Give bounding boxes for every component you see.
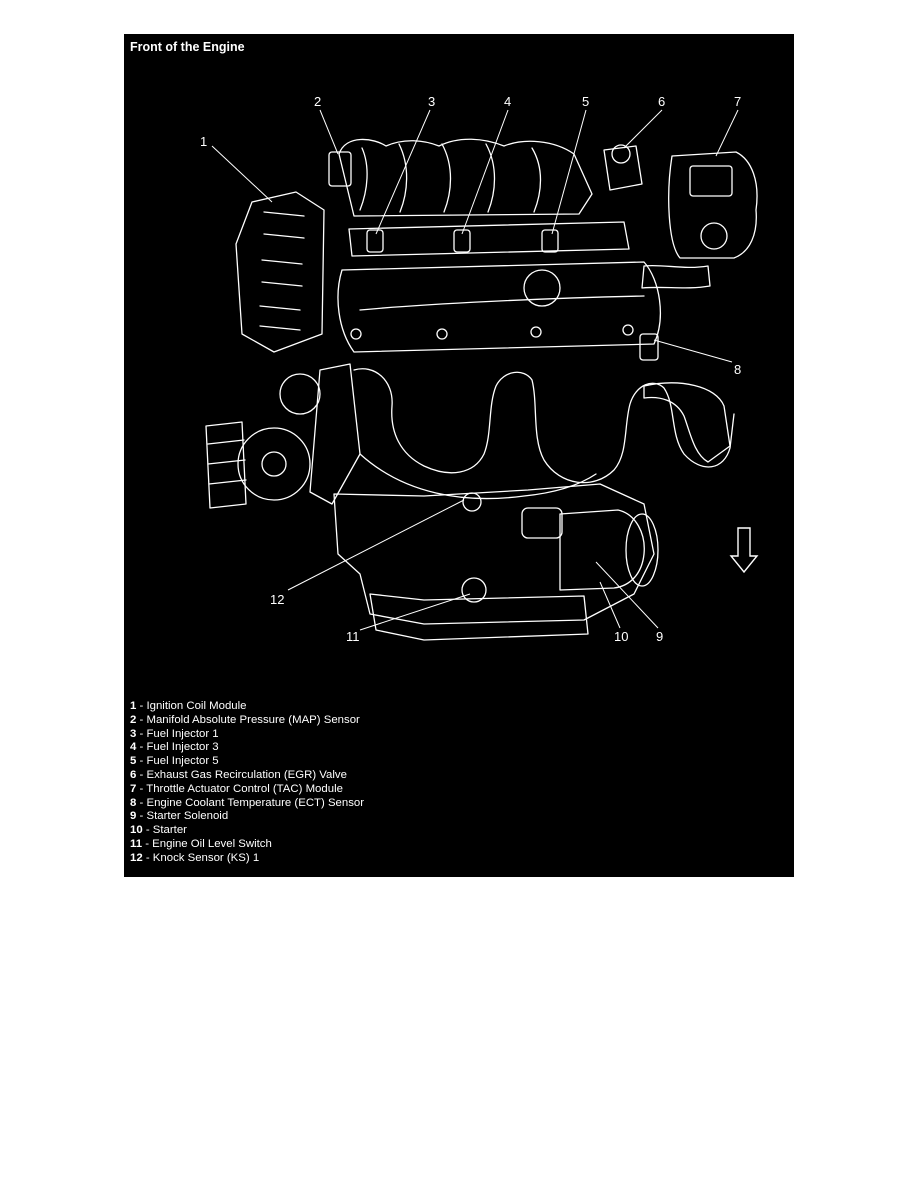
legend-item: 7 - Throttle Actuator Control (TAC) Modu… [130,782,343,795]
oil-fill-cap [523,269,561,307]
leader-line-12 [287,499,465,591]
injector-1 [366,229,384,253]
leader-line-9 [595,561,659,629]
callout-8: 8 [734,362,741,377]
legend-item: 1 - Ignition Coil Module [130,700,247,712]
coil-tower-2 [261,259,303,287]
starter-solenoid [521,507,563,539]
legend-item: 6 - Exhaust Gas Recirculation (EGR) Valv… [130,768,347,781]
leader-line-8 [653,339,733,363]
callout-1: 1 [200,134,207,149]
intake-runner-3 [441,143,452,213]
intake-runner-2 [398,143,408,213]
legend-item: 9 - Starter Solenoid [130,810,229,823]
oil-filter-ribs [207,439,247,485]
legend-item: 4 - Fuel Injector 3 [130,741,219,754]
leader-line-2 [319,109,339,155]
throttle-bore [700,222,728,250]
knock-sensor [462,492,482,512]
callout-3: 3 [428,94,435,109]
engine-block [333,483,655,625]
intake-runner-1 [359,147,368,211]
leader-line-11 [359,593,471,631]
valve-cover-bolt-3 [530,326,542,338]
valve-cover-bolt-2 [436,328,448,340]
figure-panel: Front of the Engine [124,34,794,877]
coil-tower-1 [263,211,305,239]
exhaust-manifold-outlet [643,382,731,463]
injector-3 [453,229,471,253]
legend-item: 5 - Fuel Injector 5 [130,755,219,768]
legend-item: 2 - Manifold Absolute Pressure (MAP) Sen… [130,713,360,726]
exhaust-manifold-lower [359,453,597,500]
egr-valve-body [603,145,643,191]
legend-item: 11 - Engine Oil Level Switch [130,837,272,850]
leader-line-5 [551,109,587,235]
callout-5: 5 [582,94,589,109]
crank-pulley-hub [261,451,287,477]
intake-plenum [338,138,593,217]
coil-module [235,191,325,353]
oil-level-switch [461,577,487,603]
legend-item: 12 - Knock Sensor (KS) 1 [130,851,260,864]
map-sensor-body [328,151,352,187]
callout-7: 7 [734,94,741,109]
intake-runner-5 [531,147,542,213]
ect-sensor [639,333,659,361]
leader-line-10 [599,581,621,629]
egr-valve-cap [611,144,631,164]
legend-item: 8 - Engine Coolant Temperature (ECT) Sen… [130,796,365,809]
leader-lines [211,109,739,631]
injector-5 [541,229,559,253]
starter-end-cap [625,513,659,587]
valve-cover [337,261,661,353]
engine-diagram: 1 2 3 4 5 6 7 8 9 10 11 12 [200,94,759,644]
valve-cover-rib [359,295,645,311]
leader-line-7 [715,109,739,157]
callout-11: 11 [346,629,360,644]
leader-line-1 [211,145,273,203]
legend-item: 3 - Fuel Injector 1 [130,727,219,740]
leader-line-6 [623,109,663,149]
callout-6: 6 [658,94,665,109]
tac-module-housing [668,151,758,259]
tac-connector [689,165,733,197]
callout-10: 10 [614,629,628,644]
coil-tower-3 [259,305,301,331]
figure-title: Front of the Engine [130,40,245,54]
accessory-bracket [309,363,361,505]
intake-runner-4 [485,143,496,213]
callout-4: 4 [504,94,511,109]
oil-pan [369,593,589,641]
engine-illustration [205,138,758,641]
valve-cover-bolt-4 [622,324,634,336]
oil-filter [205,421,247,509]
water-pump-pulley [279,373,321,415]
callout-9: 9 [656,629,663,644]
crank-pulley [237,427,311,501]
exhaust-manifold [353,368,735,484]
callout-12: 12 [270,592,284,607]
valve-cover-bolt-1 [350,328,362,340]
throttle-inlet-pipe [641,264,711,289]
leader-line-3 [375,109,431,235]
legend-item: 10 - Starter [130,824,187,837]
legend: 1 - Ignition Coil Module 2 - Manifold Ab… [130,700,364,866]
leader-line-4 [461,109,509,235]
fuel-rail [348,221,630,257]
callout-labels: 1 2 3 4 5 6 7 8 9 10 11 12 [200,94,741,644]
callout-2: 2 [314,94,321,109]
front-direction-arrow [729,527,759,574]
